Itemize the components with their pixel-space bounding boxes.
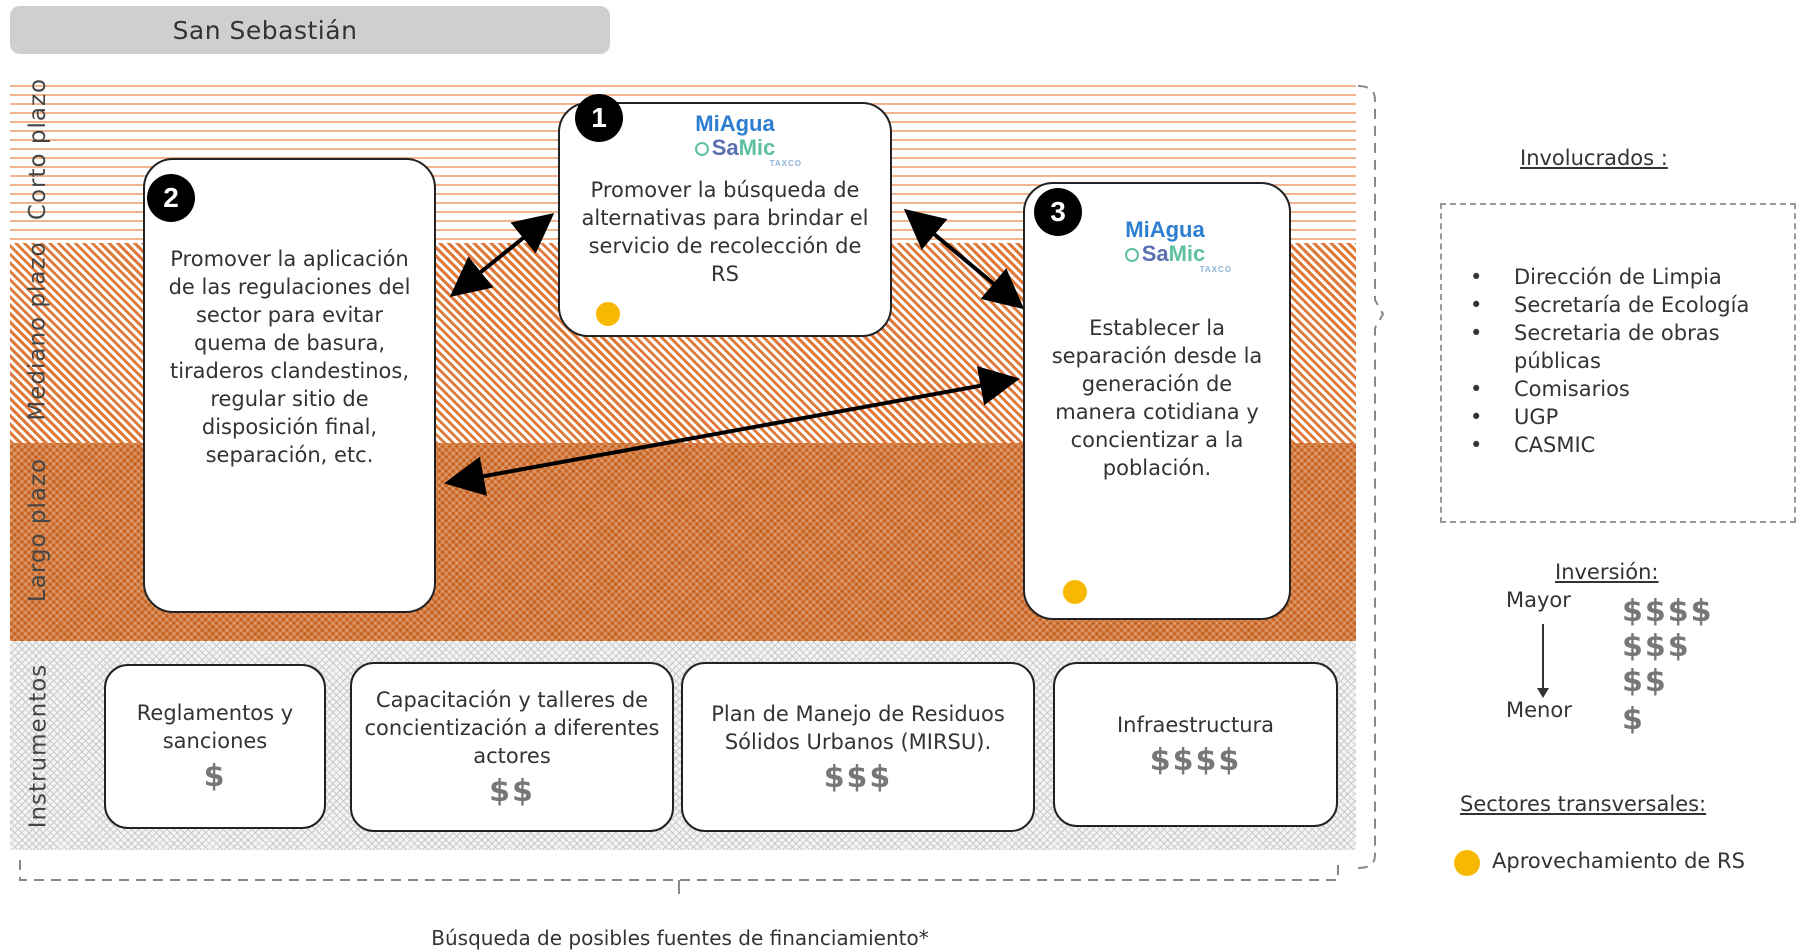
- involved-item: Secretaría de Ecología: [1470, 291, 1780, 319]
- investment-low-label: Menor: [1506, 698, 1572, 722]
- transversal-item: Aprovechamiento de RS: [1492, 849, 1745, 873]
- action-card-2: Promover la aplicación de las regulacion…: [143, 158, 436, 613]
- instrument-text: Plan de Manejo de Residuos Sólidos Urban…: [711, 701, 1005, 754]
- action-card-3: MiAgua SaMic TAXCO Establecer la separac…: [1023, 182, 1291, 620]
- instrument-cost: $$$: [823, 759, 893, 795]
- action-number-2: 2: [147, 174, 195, 222]
- instrument-text: Infraestructura: [1116, 713, 1275, 737]
- instrument-cost: $$$$: [1149, 743, 1242, 778]
- financing-note: Búsqueda de posibles fuentes de financia…: [431, 926, 929, 950]
- action-text-1: Promover la búsqueda de alternativas par…: [581, 178, 869, 286]
- instrument-cost: $: [203, 759, 227, 794]
- miagua-samic-logo: MiAgua SaMic TAXCO: [1124, 217, 1232, 274]
- instrument-card-infraestructura: Infraestructura $$$$: [1053, 662, 1338, 827]
- instrument-card-plan-manejo: Plan de Manejo de Residuos Sólidos Urban…: [681, 662, 1035, 832]
- arrow-2-1: [449, 212, 555, 298]
- transversal-heading: Sectores transversales:: [1460, 792, 1707, 816]
- investment-level-3: $$$: [1622, 629, 1691, 664]
- arrow-2-3: [444, 366, 1020, 496]
- action-text-3: Establecer la separación desde la genera…: [1051, 316, 1263, 480]
- location-title: San Sebastián: [10, 6, 610, 54]
- involved-item: Secretaria de obras públicas: [1470, 319, 1780, 375]
- investment-level-2: $$: [1622, 664, 1668, 699]
- involved-item: UGP: [1470, 403, 1780, 431]
- action-text-2: Promover la aplicación de las regulacion…: [168, 247, 411, 467]
- involved-item: CASMIC: [1470, 431, 1780, 459]
- instrument-text: Capacitación y talleres de concientizaci…: [364, 687, 660, 768]
- action-number-3: 3: [1034, 188, 1082, 236]
- instrument-cost: $$: [489, 773, 535, 809]
- involved-item: Comisarios: [1470, 375, 1780, 403]
- investment-heading: Inversión:: [1555, 560, 1659, 584]
- involved-item: Dirección de Limpia: [1470, 263, 1780, 291]
- arrow-1-3: [903, 208, 1025, 310]
- instrument-card-reglamentos: Reglamentos y sanciones $: [104, 664, 326, 829]
- investment-high-label: Mayor: [1506, 588, 1571, 612]
- down-arrow-icon: [1537, 624, 1549, 698]
- miagua-samic-logo: MiAgua SaMic TAXCO: [694, 111, 802, 168]
- action-card-1: MiAgua SaMic TAXCO Promover la búsqueda …: [558, 102, 892, 337]
- transversal-dot-1: [596, 302, 620, 326]
- instrument-text: Reglamentos y sanciones: [136, 701, 294, 753]
- investment-level-4: $$$$: [1622, 594, 1714, 629]
- transversal-dot-legend: [1454, 850, 1480, 876]
- action-number-1: 1: [575, 94, 623, 142]
- involved-box: Dirección de Limpia Secretaría de Ecolog…: [1440, 203, 1796, 523]
- instrument-card-capacitacion: Capacitación y talleres de concientizaci…: [350, 662, 674, 832]
- involved-heading: Involucrados :: [1520, 146, 1668, 170]
- transversal-dot-3: [1063, 580, 1087, 604]
- investment-level-1: $: [1622, 702, 1645, 737]
- involved-list: Dirección de Limpia Secretaría de Ecolog…: [1470, 263, 1780, 459]
